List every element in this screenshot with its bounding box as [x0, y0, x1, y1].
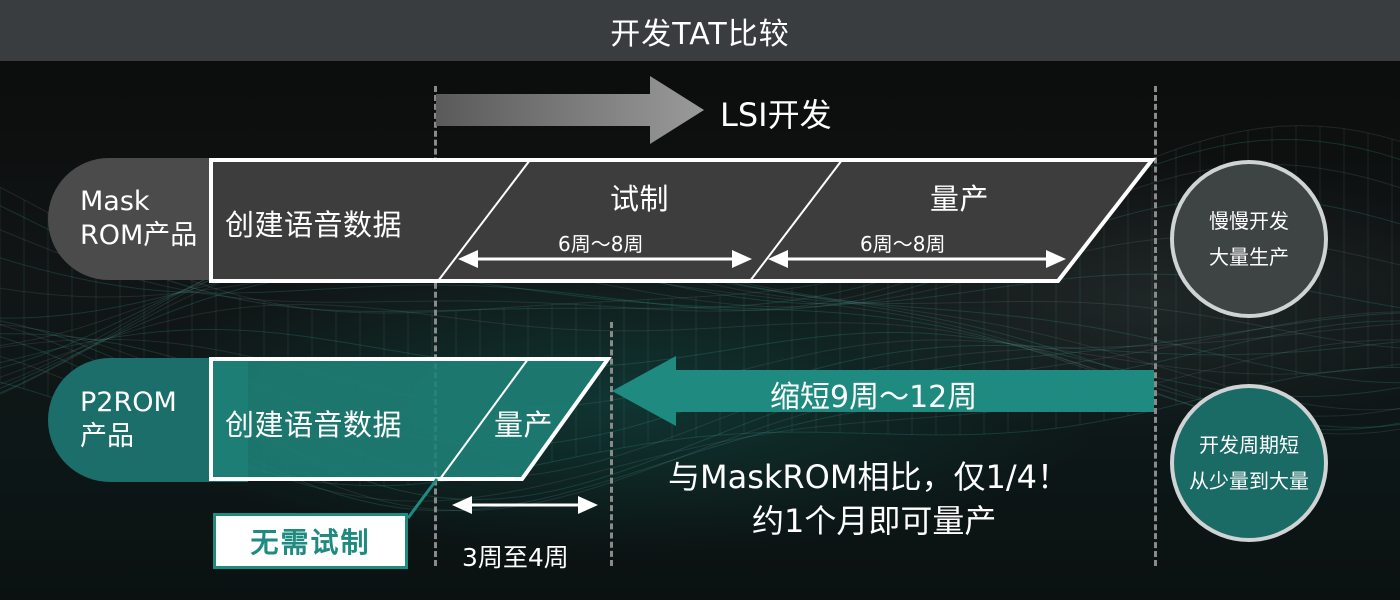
p2rom-label-line1: P2ROM	[80, 387, 177, 418]
p2rom-summary-circle: 开发周期短 从少量到大量	[1170, 384, 1328, 542]
maskrom-trial-label: 试制	[610, 182, 670, 216]
guide-line-maskrom-end	[1154, 86, 1157, 566]
guide-line-p2rom-end	[610, 322, 613, 566]
page-title: 开发TAT比较	[610, 16, 790, 52]
no-trial-text: 无需试制	[250, 526, 371, 559]
lsi-arrow	[436, 76, 704, 144]
maskrom-mass-weeks: 6周～8周	[860, 232, 946, 256]
shorten-label: 缩短9周～12周	[770, 380, 978, 415]
p2rom-create-data: 创建语音数据	[225, 408, 403, 442]
p2rom-label-line2: 产品	[80, 421, 134, 452]
guide-line-lsi-start	[434, 86, 437, 566]
comparison-note-line1: 与MaskROM相比，仅1/4！	[668, 458, 1069, 496]
maskrom-label-line2: ROM产品	[80, 220, 198, 251]
maskrom-summary-line2: 大量生产	[1209, 245, 1289, 269]
p2rom-summary-line2: 从少量到大量	[1189, 469, 1309, 493]
no-trial-badge: 无需试制	[213, 513, 408, 569]
maskrom-create-data: 创建语音数据	[225, 208, 403, 242]
maskrom-trial-weeks: 6周～8周	[558, 232, 644, 256]
maskrom-label-line1: Mask	[80, 186, 150, 217]
maskrom-summary-circle: 慢慢开发 大量生产	[1170, 160, 1328, 318]
title-bar: 开发TAT比较	[0, 0, 1400, 61]
p2rom-mass-label: 量产	[494, 408, 554, 442]
lsi-development-label: LSI开发	[720, 96, 832, 134]
p2rom-summary-line1: 开发周期短	[1199, 433, 1299, 457]
comparison-note-line2: 约1个月即可量产	[752, 502, 997, 540]
maskrom-summary-line1: 慢慢开发	[1209, 209, 1289, 233]
maskrom-mass-label: 量产	[930, 182, 990, 216]
p2rom-weeks: 3周至4周	[462, 543, 569, 572]
